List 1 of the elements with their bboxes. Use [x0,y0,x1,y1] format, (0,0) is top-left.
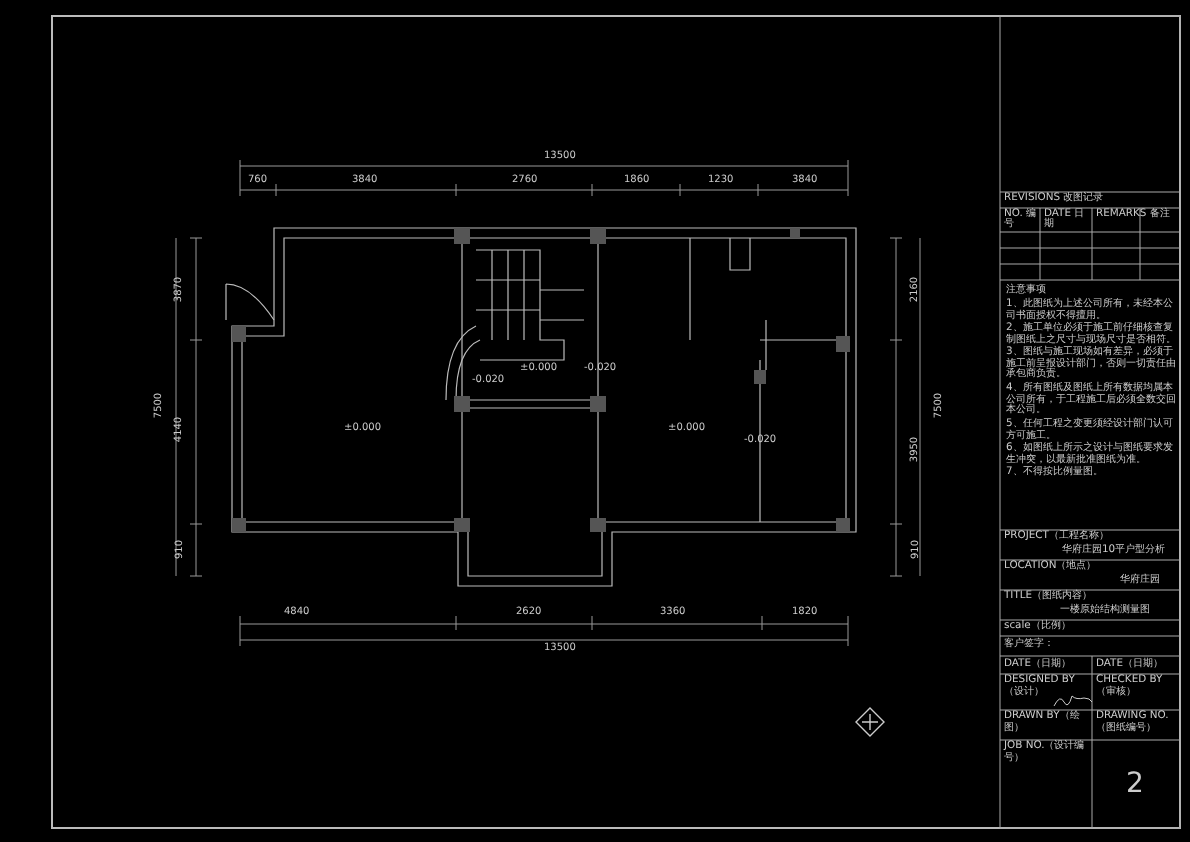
note-text: 2 [1126,770,1144,801]
